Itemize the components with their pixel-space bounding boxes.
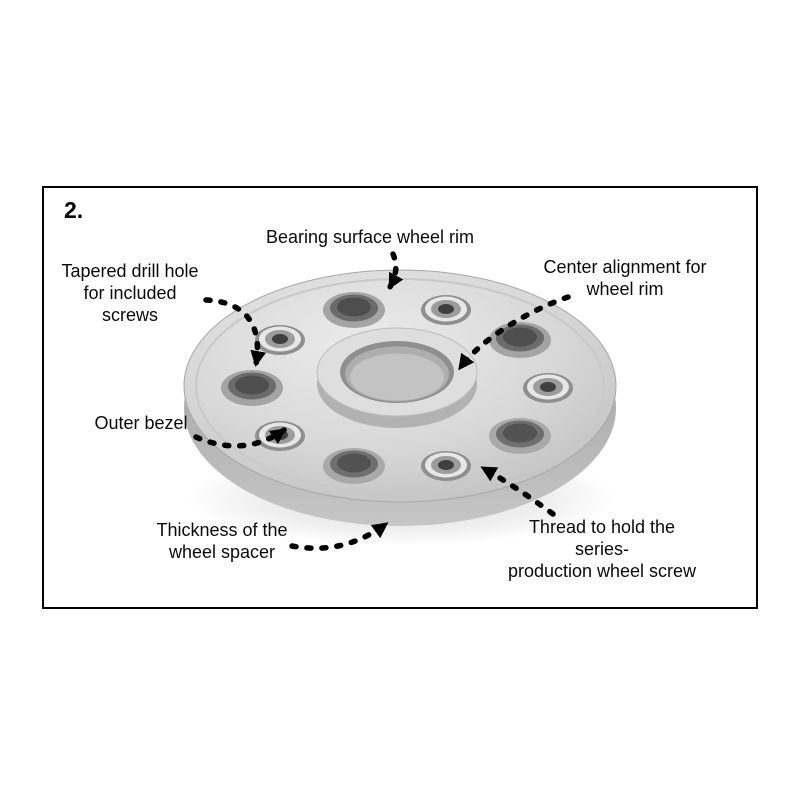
label-tapered-drill-hole: Tapered drill hole for included screws (61, 261, 199, 325)
label-bearing-surface: Bearing surface wheel rim (265, 227, 475, 247)
label-thickness: Thickness of the wheel spacer (156, 520, 288, 562)
label-outer-bezel: Outer bezel (94, 413, 188, 433)
label-thread: Thread to hold the series- production wh… (507, 517, 697, 581)
label-center-alignment: Center alignment for wheel rim (543, 257, 707, 299)
step-number: 2. (64, 197, 84, 223)
